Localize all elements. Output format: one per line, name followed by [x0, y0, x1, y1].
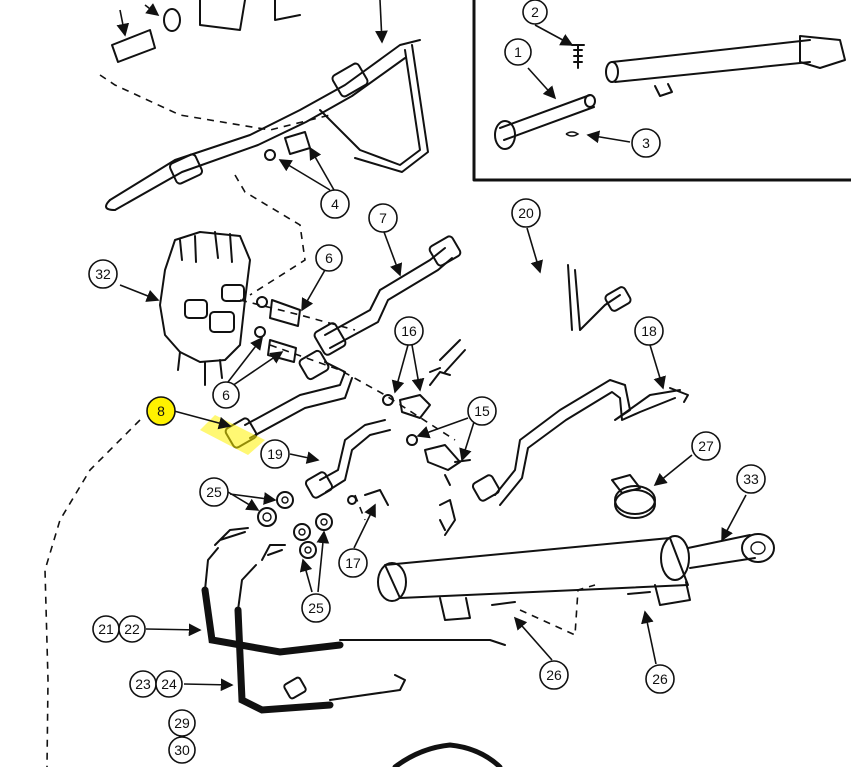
callout-33: 33: [736, 464, 766, 494]
svg-text:4: 4: [331, 196, 339, 212]
nuts-25: [257, 491, 333, 559]
svg-text:22: 22: [124, 621, 140, 637]
callout-25-lower: 25: [301, 593, 331, 623]
svg-text:16: 16: [401, 323, 417, 339]
tube-17: [347, 489, 456, 536]
tube-7: [313, 235, 462, 356]
callout-22: 22: [118, 615, 146, 643]
svg-text:26: 26: [546, 667, 562, 683]
hose-clamp-27: [611, 474, 656, 519]
callout-23: 23: [129, 670, 157, 698]
svg-text:23: 23: [135, 676, 151, 692]
callout-30: 30: [168, 736, 196, 764]
callout-25-upper: 25: [199, 477, 229, 507]
svg-text:6: 6: [325, 250, 333, 266]
svg-text:6: 6: [222, 387, 230, 403]
control-valve-block: [159, 231, 251, 386]
hoses-21-24: [201, 527, 506, 714]
svg-text:32: 32: [95, 266, 111, 282]
callout-21: 21: [92, 615, 120, 643]
callout-6-upper: 6: [315, 244, 343, 272]
callout-16: 16: [394, 316, 424, 346]
callout-24: 24: [155, 670, 183, 698]
callout-8-highlighted: 8: [146, 396, 176, 426]
svg-text:21: 21: [98, 621, 114, 637]
fittings-6: [254, 296, 301, 363]
callout-1: 1: [504, 38, 532, 66]
svg-text:20: 20: [518, 205, 534, 221]
callout-3: 3: [631, 128, 661, 158]
callout-6-lower: 6: [212, 381, 240, 409]
callout-26-right: 26: [645, 664, 675, 694]
top-fittings: [111, 0, 311, 161]
svg-text:26: 26: [652, 671, 668, 687]
tube-8: [200, 349, 353, 455]
svg-text:17: 17: [345, 555, 361, 571]
callout-4: 4: [320, 189, 350, 219]
tube-20: [471, 264, 689, 506]
svg-text:24: 24: [161, 676, 177, 692]
callout-29: 29: [168, 709, 196, 737]
callout-18: 18: [634, 316, 664, 346]
callout-19: 19: [260, 439, 290, 469]
callout-2: 2: [522, 0, 548, 25]
svg-text:7: 7: [379, 210, 387, 226]
svg-text:2: 2: [531, 4, 539, 20]
callout-20: 20: [511, 198, 541, 228]
dashed-lines: [44, 74, 596, 767]
svg-text:25: 25: [206, 484, 222, 500]
hydraulic-cylinder-33: [377, 533, 775, 621]
svg-text:33: 33: [743, 471, 759, 487]
svg-text:19: 19: [267, 446, 283, 462]
svg-text:8: 8: [157, 403, 165, 419]
callout-32: 32: [88, 259, 118, 289]
svg-text:15: 15: [474, 403, 490, 419]
fittings-16-15: [382, 339, 471, 486]
svg-text:18: 18: [641, 323, 657, 339]
bottom-fragment: [392, 742, 503, 767]
svg-text:3: 3: [642, 135, 650, 151]
callout-27: 27: [691, 431, 721, 461]
return-tube-upper: [105, 39, 429, 211]
svg-text:25: 25: [308, 600, 324, 616]
svg-text:29: 29: [174, 715, 190, 731]
callout-15: 15: [467, 396, 497, 426]
svg-text:1: 1: [514, 44, 522, 60]
leader-lines: [116, 0, 747, 692]
inset-cylinder-pin: [494, 35, 846, 150]
tube-19: [304, 419, 391, 499]
callout-26-left: 26: [539, 660, 569, 690]
callout-17: 17: [338, 548, 368, 578]
svg-text:30: 30: [174, 742, 190, 758]
callout-7: 7: [368, 203, 398, 233]
inset-detail-frame: [472, 0, 851, 182]
svg-text:27: 27: [698, 438, 714, 454]
